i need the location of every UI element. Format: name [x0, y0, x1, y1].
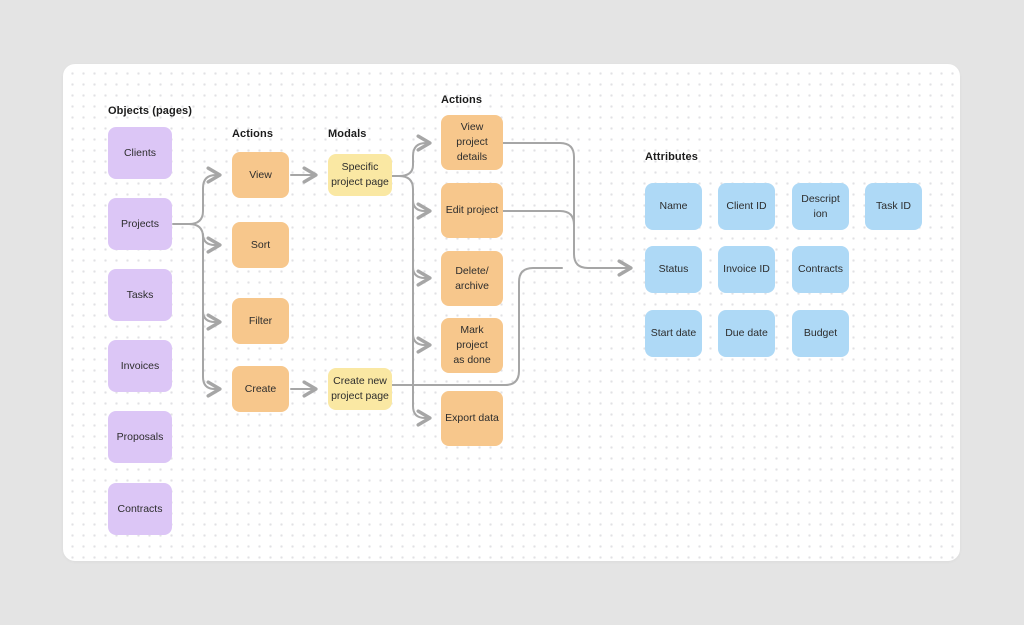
node-attr-start-date[interactable]: Start date — [645, 310, 702, 357]
section-title-objects: Objects (pages) — [108, 105, 193, 117]
node-attr-contracts[interactable]: Contracts — [792, 246, 849, 293]
node-sort[interactable]: Sort — [232, 222, 289, 268]
node-clients[interactable]: Clients — [108, 127, 172, 179]
node-attr-invoice-id[interactable]: Invoice ID — [718, 246, 775, 293]
node-proposals[interactable]: Proposals — [108, 411, 172, 463]
node-attr-client-id[interactable]: Client ID — [718, 183, 775, 230]
section-title-actions-1: Actions — [232, 128, 274, 140]
node-attr-due-date[interactable]: Due date — [718, 310, 775, 357]
node-view-project-details[interactable]: View project details — [441, 115, 503, 170]
node-delete-archive[interactable]: Delete/ archive — [441, 251, 503, 306]
section-title-modals: Modals — [328, 128, 367, 140]
node-export-data[interactable]: Export data — [441, 391, 503, 446]
node-attr-name[interactable]: Name — [645, 183, 702, 230]
node-tasks[interactable]: Tasks — [108, 269, 172, 321]
section-title-attributes: Attributes — [645, 151, 698, 163]
node-attr-status[interactable]: Status — [645, 246, 702, 293]
node-specific-project-page[interactable]: Specific project page — [328, 154, 392, 196]
node-attr-task-id[interactable]: Task ID — [865, 183, 922, 230]
node-edit-project[interactable]: Edit project — [441, 183, 503, 238]
node-mark-project-as-done[interactable]: Mark project as done — [441, 318, 503, 373]
section-title-actions-2: Actions — [441, 94, 483, 106]
node-create-new-project-page[interactable]: Create new project page — [328, 368, 392, 410]
node-invoices[interactable]: Invoices — [108, 340, 172, 392]
node-view[interactable]: View — [232, 152, 289, 198]
node-contracts[interactable]: Contracts — [108, 483, 172, 535]
node-create[interactable]: Create — [232, 366, 289, 412]
node-attr-description[interactable]: Descript ion — [792, 183, 849, 230]
node-filter[interactable]: Filter — [232, 298, 289, 344]
node-projects[interactable]: Projects — [108, 198, 172, 250]
node-attr-budget[interactable]: Budget — [792, 310, 849, 357]
